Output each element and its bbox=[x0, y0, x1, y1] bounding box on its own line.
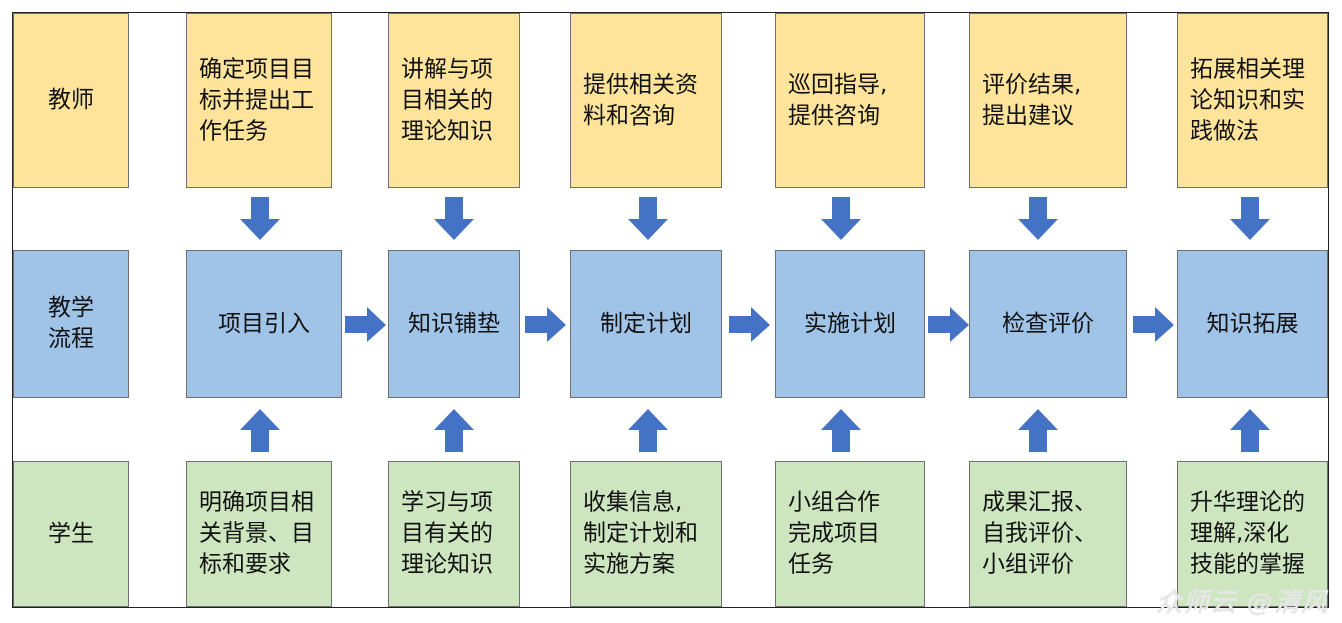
student-task-2: 学习与项 目有关的 理论知识 bbox=[388, 461, 520, 607]
teacher-task-2: 讲解与项 目相关的 理论知识 bbox=[388, 13, 520, 188]
right-arrow-icon bbox=[928, 307, 969, 342]
down-arrow-icon bbox=[821, 197, 861, 240]
down-arrow-icon bbox=[1018, 197, 1058, 240]
step-5-label: 检查评价 bbox=[1002, 310, 1094, 337]
step-1-label: 项目引入 bbox=[218, 310, 310, 337]
up-arrow-icon bbox=[240, 409, 280, 452]
down-arrow-icon bbox=[434, 197, 474, 240]
step-2: 知识铺垫 bbox=[388, 250, 520, 398]
teacher-task-4: 巡回指导, 提供咨询 bbox=[775, 13, 925, 188]
up-arrow-icon bbox=[821, 409, 861, 452]
down-arrow-icon bbox=[240, 197, 280, 240]
right-arrow-icon bbox=[1133, 307, 1174, 342]
teacher-task-6: 拓展相关理 论知识和实 践做法 bbox=[1177, 13, 1328, 188]
row-label-teacher: 教师 bbox=[13, 13, 129, 188]
watermark: 众师云 @清风 bbox=[1155, 588, 1328, 618]
student-task-1: 明确项目相 关背景、目 标和要求 bbox=[186, 461, 332, 607]
step-4-label: 实施计划 bbox=[804, 310, 896, 337]
teacher-task-5: 评价结果, 提出建议 bbox=[969, 13, 1127, 188]
right-arrow-icon bbox=[525, 307, 566, 342]
step-5: 检查评价 bbox=[969, 250, 1127, 398]
step-3: 制定计划 bbox=[570, 250, 722, 398]
right-arrow-icon bbox=[345, 307, 386, 342]
up-arrow-icon bbox=[1230, 409, 1270, 452]
down-arrow-icon bbox=[1230, 197, 1270, 240]
step-6: 知识拓展 bbox=[1177, 250, 1328, 398]
teacher-task-3: 提供相关资 料和咨询 bbox=[570, 13, 722, 188]
step-4: 实施计划 bbox=[775, 250, 925, 398]
student-task-5: 成果汇报、 自我评价、 小组评价 bbox=[969, 461, 1127, 607]
up-arrow-icon bbox=[1018, 409, 1058, 452]
step-1: 项目引入 bbox=[186, 250, 342, 398]
diagram-frame bbox=[12, 12, 1329, 608]
student-task-3: 收集信息, 制定计划和 实施方案 bbox=[570, 461, 722, 607]
right-arrow-icon bbox=[729, 307, 770, 342]
up-arrow-icon bbox=[434, 409, 474, 452]
up-arrow-icon bbox=[628, 409, 668, 452]
row-label-process: 教学 流程 bbox=[13, 250, 129, 398]
down-arrow-icon bbox=[628, 197, 668, 240]
student-task-6: 升华理论的 理解,深化 技能的掌握 bbox=[1177, 461, 1328, 607]
teacher-task-1: 确定项目目 标并提出工 作任务 bbox=[186, 13, 332, 188]
step-2-label: 知识铺垫 bbox=[408, 310, 500, 337]
row-label-student: 学生 bbox=[13, 461, 129, 607]
step-3-label: 制定计划 bbox=[600, 310, 692, 337]
student-task-4: 小组合作 完成项目 任务 bbox=[775, 461, 925, 607]
step-6-label: 知识拓展 bbox=[1206, 310, 1299, 337]
